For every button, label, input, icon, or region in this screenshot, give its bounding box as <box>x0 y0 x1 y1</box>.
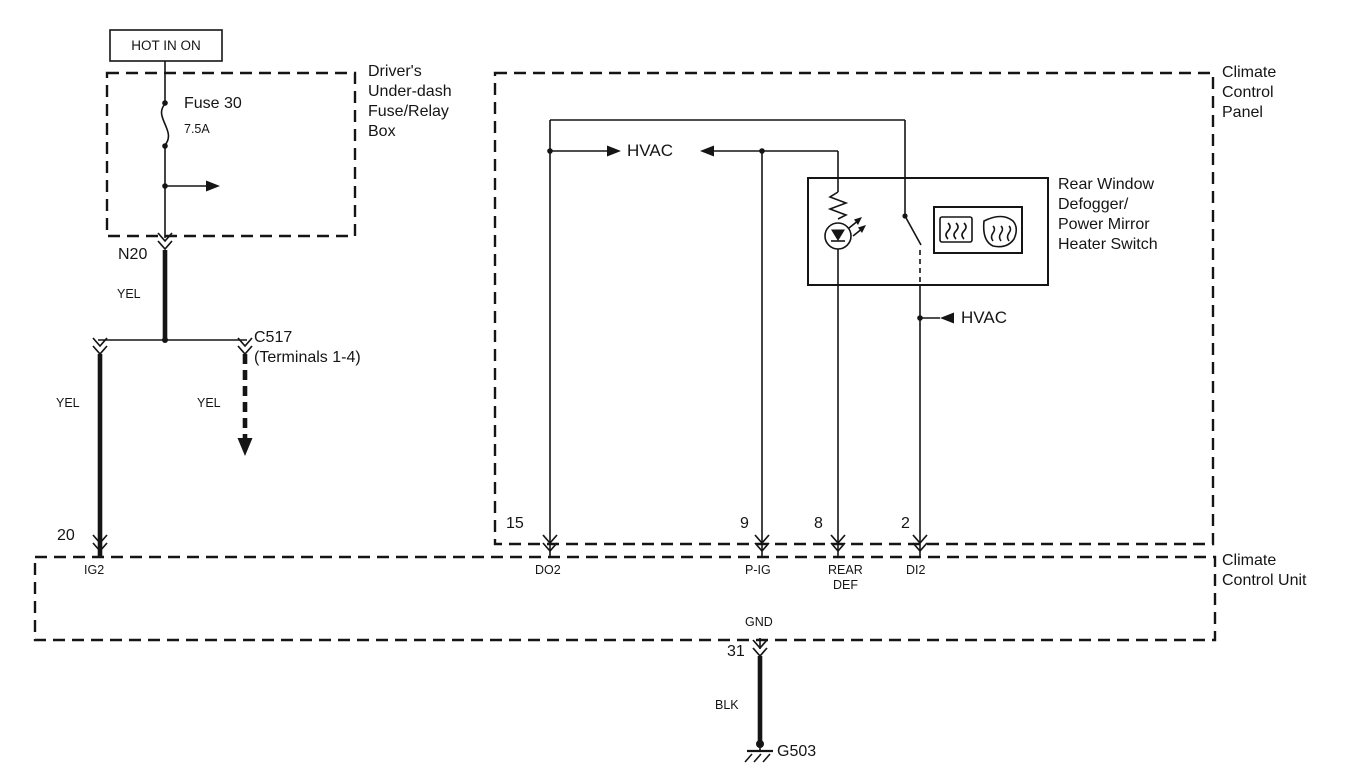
panel-label-line: Control <box>1222 84 1274 101</box>
led-emission-arrow-1-icon <box>854 217 862 225</box>
fuse-box-label-line: Box <box>368 123 396 140</box>
terminal-do2-label: DO2 <box>535 563 561 577</box>
rear-defogger-wave-2 <box>953 222 959 240</box>
terminal-ig2-label: IG2 <box>84 563 105 577</box>
rear-defogger-wave-1 <box>945 222 951 240</box>
panel-label-line: Climate <box>1222 64 1277 81</box>
mirror-heater-icon <box>982 215 1018 248</box>
hvac-arrow-left-icon <box>700 145 714 157</box>
unit-label-line: Control Unit <box>1222 572 1307 589</box>
wire-color-left-label: YEL <box>56 396 80 410</box>
connector-n20-label: N20 <box>118 246 148 263</box>
led-diode-triangle-icon <box>831 229 845 241</box>
fuse-rating-label: 7.5A <box>184 122 210 136</box>
mirror-heater-wave-2 <box>998 225 1004 242</box>
hot-in-on-box <box>109 29 223 62</box>
branch-arrow-icon <box>206 180 220 192</box>
switch-blade <box>904 215 922 246</box>
terminal-rear-label: REAR <box>828 563 863 577</box>
ground-hatch-1 <box>744 753 753 763</box>
splice-c517-label: C517 <box>254 329 293 346</box>
hvac-bottom-arrow-icon <box>940 312 954 324</box>
rear-defogger-icon <box>939 216 973 243</box>
climate-control-panel-box <box>493 71 1215 546</box>
splice-dot <box>162 337 168 343</box>
switch-label-line: Heater Switch <box>1058 236 1158 253</box>
terminal-def-label: DEF <box>833 578 858 592</box>
pin-2-label: 2 <box>901 515 910 532</box>
mirror-heater-wave-3 <box>1006 225 1012 242</box>
defogger-switch-box <box>807 177 1049 286</box>
mirror-heater-wave-1 <box>990 225 996 242</box>
c517-continuation-arrow-icon <box>237 438 253 456</box>
pin-9-label: 9 <box>740 515 749 532</box>
fuse-box-label-line: Fuse/Relay <box>368 103 449 120</box>
fuse-relay-box <box>105 71 357 238</box>
switch-button-box <box>933 206 1023 254</box>
terminal-gnd-label: GND <box>745 615 773 629</box>
pin-15-label: 15 <box>506 515 524 532</box>
climate-control-panel-label: Climate Control Panel <box>1222 63 1276 123</box>
fuse-terminal-top-dot <box>162 100 168 106</box>
splice-c517-sub-label: (Terminals 1-4) <box>254 349 361 366</box>
hot-in-on-label: HOT IN ON <box>131 38 201 53</box>
hvac-ref-bottom-label: HVAC <box>961 308 1007 327</box>
ground-g503-label: G503 <box>777 743 817 760</box>
pin-31-label: 31 <box>727 643 745 660</box>
climate-control-unit-box <box>33 555 1217 642</box>
switch-label-line: Power Mirror <box>1058 216 1150 233</box>
switch-label-line: Defogger/ <box>1058 196 1129 213</box>
climate-control-unit-label: Climate Control Unit <box>1222 551 1306 591</box>
resistor-icon <box>827 191 849 220</box>
fuse-box-label-line: Under-dash <box>368 83 452 100</box>
terminal-di2-label: DI2 <box>906 563 926 577</box>
terminal-pig-label: P-IG <box>745 563 771 577</box>
switch-label-line: Rear Window <box>1058 176 1155 193</box>
defogger-switch-label: Rear Window Defogger/ Power Mirror Heate… <box>1058 175 1158 255</box>
hvac-arrow-right-icon <box>607 145 621 157</box>
fuse-box-label-line: Driver's <box>368 63 422 80</box>
wire-color-right-label: YEL <box>197 396 221 410</box>
fuse-name-label: Fuse 30 <box>184 95 242 112</box>
fuse-element-icon <box>160 103 170 146</box>
hvac-ref-top-label: HVAC <box>627 141 673 160</box>
wire-color-blk-label: BLK <box>715 698 739 712</box>
led-emission-arrow-2-icon <box>858 225 866 233</box>
ground-hatch-3 <box>762 753 771 763</box>
unit-label-line: Climate <box>1222 552 1277 569</box>
fuse-box-label: Driver's Under-dash Fuse/Relay Box <box>368 62 452 142</box>
rear-defogger-wave-3 <box>961 222 967 240</box>
pin-20-label: 20 <box>57 527 75 544</box>
pin-8-label: 8 <box>814 515 823 532</box>
panel-label-line: Panel <box>1222 104 1263 121</box>
ground-hatch-2 <box>753 753 762 763</box>
wire-color-feed-label: YEL <box>117 287 141 301</box>
